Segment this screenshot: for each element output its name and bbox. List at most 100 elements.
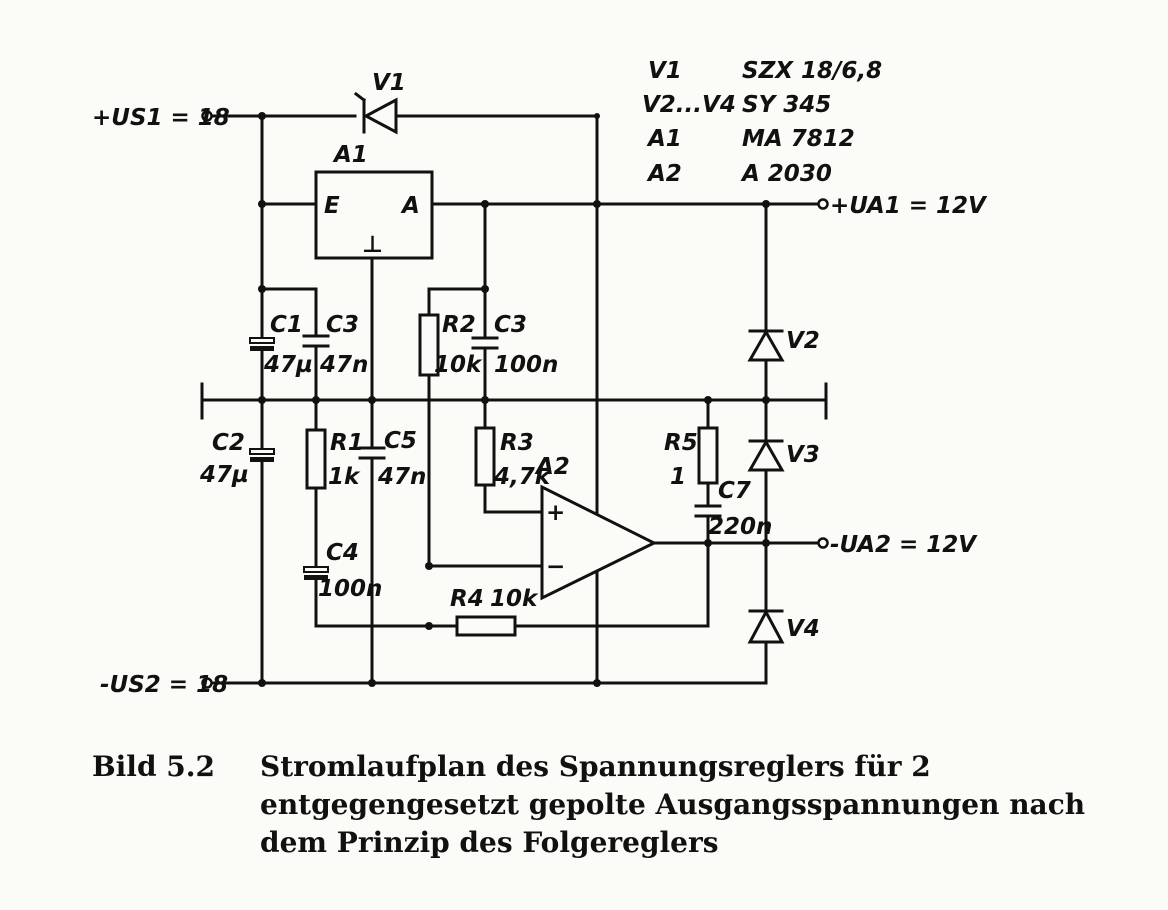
resistors: R2 10k R1 1k R3 4,7k R5 1 R4 10k (305, 312, 719, 637)
diode-v3 (747, 438, 785, 472)
value-c4: 100n (318, 576, 382, 602)
junction (258, 112, 266, 120)
label-us2: -US2 = 18 (100, 672, 228, 698)
parts-type-v2-v4: SY 345 (742, 92, 831, 118)
capacitor-c4-plate2 (304, 575, 328, 580)
value-r4: 10k (490, 586, 539, 612)
diode-v4 (747, 608, 785, 644)
opamp-minus: − (546, 554, 565, 580)
capacitor-c3b (471, 336, 499, 350)
regulator-out-pin: A (400, 193, 420, 219)
junction (481, 285, 489, 293)
capacitor-c2-plate2 (250, 457, 274, 462)
junction (762, 200, 770, 208)
zener-v1: V1 (353, 70, 406, 135)
junction (368, 396, 376, 404)
resistor-r4 (455, 615, 517, 637)
capacitor-c3a (302, 334, 330, 348)
regulator-in-pin: E (324, 193, 340, 219)
value-r1: 1k (328, 464, 361, 490)
diode-v1-bar (353, 91, 367, 134)
wire-c3a (260, 287, 318, 402)
junction (593, 679, 601, 687)
parts-type-v1: SZX 18/6,8 (742, 58, 882, 84)
junction (258, 396, 266, 404)
junction (704, 396, 712, 404)
opamp-a2: A2 + − (534, 454, 658, 601)
regulator-a1: A1 E A ⊥ (314, 142, 434, 260)
label-r3: R3 (500, 430, 534, 456)
junction (312, 396, 320, 404)
label-r1: R1 (330, 430, 364, 456)
capacitors: C1 47µ C3 47n C3 100n C2 47µ C5 47n C4 1… (199, 312, 772, 602)
parts-ref-a1: A1 (646, 126, 682, 152)
junction (481, 396, 489, 404)
capacitor-c1-plate2 (250, 346, 274, 351)
opamp-body (540, 484, 658, 601)
wire-r1-c4-r4 (314, 398, 710, 628)
capacitor-c5 (358, 446, 386, 460)
ground-bus-ends (200, 382, 828, 420)
diodes: V2 V3 V4 (747, 328, 820, 644)
label-c3b: C3 (494, 312, 527, 338)
terminals: +US1 = 18 -US2 = 18 +UA1 = 12V -UA2 = 12… (92, 105, 988, 698)
capacitor-c4-plate (303, 566, 329, 573)
capacitor-c2-plate (249, 448, 275, 455)
label-c5: C5 (384, 428, 417, 454)
parts-type-a2: A 2030 (740, 161, 832, 187)
parts-ref-a2: A2 (646, 161, 682, 187)
label-v3: V3 (786, 442, 820, 468)
junctions (258, 112, 770, 687)
label-r5: R5 (664, 430, 698, 456)
label-c7: C7 (718, 478, 751, 504)
junction (425, 622, 433, 630)
parts-ref-v2-v4: V2...V4 (642, 92, 736, 118)
junction (762, 396, 770, 404)
caption-text: Stromlaufplan des Spannungsreglers für 2… (260, 750, 1086, 859)
capacitor-c1-plate (249, 337, 275, 344)
junction (762, 539, 770, 547)
wire-r3 (483, 202, 544, 514)
junction (593, 200, 601, 208)
regulator-ref: A1 (332, 142, 368, 168)
junction (594, 113, 600, 119)
opamp-plus: + (546, 500, 565, 526)
value-c2: 47µ (199, 462, 249, 488)
value-c3a: 47n (319, 352, 368, 378)
label-v4: V4 (786, 616, 820, 642)
parts-ref-v1: V1 (648, 58, 682, 84)
resistor-r2 (418, 313, 440, 377)
junction (368, 679, 376, 687)
label-c3a: C3 (326, 312, 359, 338)
value-c7: 220n (708, 514, 772, 540)
junction (481, 200, 489, 208)
junction (258, 200, 266, 208)
label-v1: V1 (372, 70, 406, 96)
terminal-ua1 (817, 198, 829, 210)
label-ua1: +UA1 = 12V (830, 193, 988, 219)
capacitor-c7 (694, 504, 722, 518)
terminal-ua2 (817, 537, 829, 549)
resistor-r1 (305, 428, 327, 490)
junction (704, 539, 712, 547)
parts-list: V1 SZX 18/6,8 V2...V4 SY 345 A1 MA 7812 … (642, 58, 882, 187)
regulator-gnd-pin: ⊥ (362, 232, 383, 258)
resistor-r3 (474, 426, 496, 487)
label-r4: R4 (450, 586, 484, 612)
terminal-us1 (201, 110, 213, 122)
regulator-box (314, 170, 434, 260)
resistor-r5 (697, 426, 719, 485)
value-c1: 47µ (263, 352, 313, 378)
label-v2: V2 (786, 328, 820, 354)
value-r5: 1 (670, 464, 686, 490)
label-c2: C2 (212, 430, 245, 456)
caption-label: Bild 5.2 (92, 750, 215, 783)
label-r2: R2 (442, 312, 476, 338)
label-c1: C1 (270, 312, 303, 338)
label-c4: C4 (326, 540, 359, 566)
label-ua2: -UA2 = 12V (830, 532, 978, 558)
diode-v2 (747, 328, 785, 362)
parts-type-a1: MA 7812 (742, 126, 855, 152)
junction (425, 562, 433, 570)
